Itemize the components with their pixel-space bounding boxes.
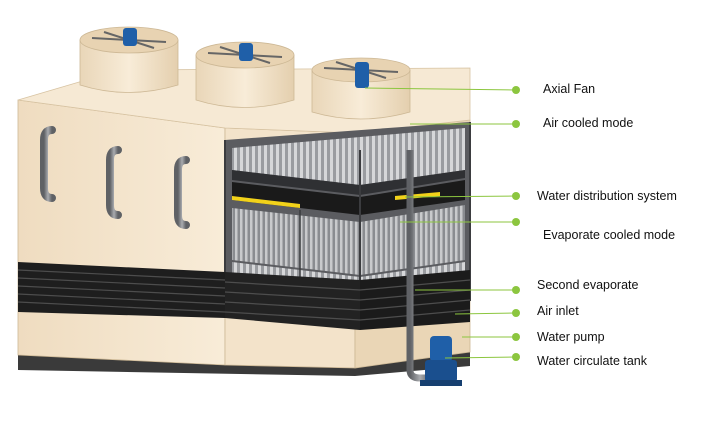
leader-dot-water-distribution-system <box>512 192 520 200</box>
label-water-distribution-system: Water distribution system <box>537 189 677 203</box>
leader-line-air-inlet <box>454 312 517 315</box>
water-pipe <box>232 150 430 382</box>
label-second-evaporate: Second evaporate <box>537 278 639 292</box>
leader-dot-second-evaporate <box>512 286 520 294</box>
label-air-inlet: Air inlet <box>537 304 579 318</box>
label-water-pump: Water pump <box>537 330 605 344</box>
label-water-circulate-tank: Water circulate tank <box>537 354 647 368</box>
label-evaporate-cooled-mode: Evaporate cooled mode <box>543 228 676 242</box>
leader-dot-evaporate-cooled-mode <box>512 218 520 226</box>
axial-fan-2 <box>195 41 295 108</box>
label-air-cooled-mode: Air cooled mode <box>543 116 634 130</box>
leader-dot-air-inlet <box>512 309 520 317</box>
callout-leaders <box>364 86 520 361</box>
leader-line-water-distribution-system <box>404 195 517 198</box>
leader-dot-air-cooled-mode <box>512 120 520 128</box>
leader-dot-water-pump <box>512 333 520 341</box>
distribution-header <box>232 196 300 208</box>
side-pipes <box>40 126 190 229</box>
axial-fan-1 <box>79 26 179 93</box>
water-pump <box>420 336 462 386</box>
label-axial-fan: Axial Fan <box>543 82 596 96</box>
leader-line-water-circulate-tank <box>444 356 517 359</box>
leader-dot-water-circulate-tank <box>512 353 520 361</box>
axial-fan-3 <box>311 57 411 120</box>
leader-dot-axial-fan <box>512 86 520 94</box>
leader-line-axial-fan <box>364 87 517 91</box>
air-inlet-louvers <box>17 262 471 330</box>
